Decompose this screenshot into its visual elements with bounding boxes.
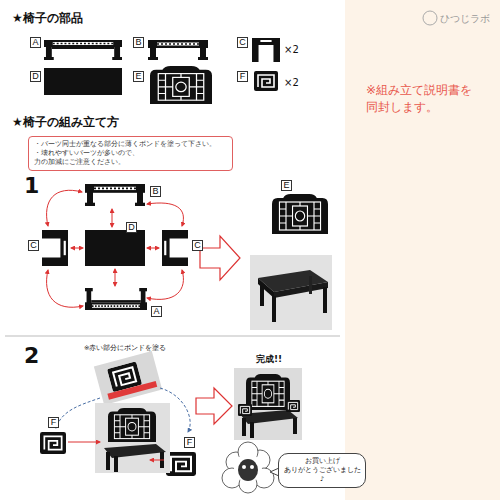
node-text: D <box>128 223 135 232</box>
part-letter: E <box>281 180 292 191</box>
node-text: C <box>239 38 246 47</box>
step1-parts <box>42 184 188 310</box>
done-label: 完成!! <box>256 353 282 366</box>
parts-list <box>44 38 280 104</box>
quantity: ×2 <box>284 76 299 90</box>
part-letter: C <box>192 240 203 251</box>
red-arrows <box>47 190 184 307</box>
part-letter: A <box>151 306 162 317</box>
logo-text: ひつじラボ <box>440 12 490 26</box>
node-text: E <box>135 72 142 81</box>
section-heading: ★椅子の部品 <box>12 10 83 27</box>
part-letter: E <box>133 71 144 82</box>
armrest-part <box>166 452 196 476</box>
part-letter: F <box>48 417 59 428</box>
section-heading: ★椅子の組み立て方 <box>12 114 119 131</box>
node-text: ・パーツ同士が重なる部分に薄くボンドを塗って下さい。 <box>34 140 227 149</box>
glue-note: ※赤い部分にボンドを塗る <box>84 344 166 353</box>
part-letter: B <box>150 186 161 197</box>
divider <box>5 336 340 337</box>
node-text: B <box>152 187 159 196</box>
table-photo <box>250 255 332 330</box>
note-box: ・パーツ同士が重なる部分に薄くボンドを塗って下さい。・壊れやすいパーツが多いので… <box>28 136 233 171</box>
finished-chair-photo <box>234 368 302 440</box>
big-arrow <box>196 388 232 424</box>
part-letter: C <box>237 37 248 48</box>
step-number: 1 <box>24 170 39 201</box>
back-part <box>272 194 328 234</box>
speech-bubble: お買い上げ ありがとうございました♪ <box>278 453 366 488</box>
chair-photo <box>95 403 170 473</box>
node-text: B <box>135 38 142 47</box>
part-letter: D <box>126 222 137 233</box>
part-letter: F <box>237 71 248 82</box>
glue-photo <box>94 351 162 405</box>
node-text: ・壊れやすいパーツが多いので、力の加減にご注意ください。 <box>34 149 227 167</box>
node-text: D <box>32 72 39 81</box>
node-text: F <box>50 418 57 427</box>
part-letter: A <box>30 37 41 48</box>
part-letter: D <box>30 71 41 82</box>
node-text: F <box>239 72 246 81</box>
white-panel <box>0 0 345 500</box>
quantity: ×2 <box>284 43 299 57</box>
enclosed-note: ※組み立て説明書を 同封します。 <box>366 82 494 116</box>
node-text: A <box>32 38 39 47</box>
part-letter: B <box>133 37 144 48</box>
part-letter: C <box>28 240 39 251</box>
dashed-arrows <box>56 388 190 432</box>
step-number: 2 <box>24 340 39 371</box>
armrest-part <box>40 432 66 454</box>
big-arrow <box>200 236 240 280</box>
node-text: F <box>186 438 193 447</box>
sheep <box>222 442 274 493</box>
node-text: C <box>30 241 37 250</box>
node-text: C <box>194 241 201 250</box>
part-letter: F <box>184 437 195 448</box>
node-text: E <box>283 181 290 190</box>
node-text: お買い上げ ありがとうございました♪ <box>284 457 360 484</box>
red-arrows <box>68 442 164 460</box>
logo-mark <box>423 11 437 25</box>
node-text: A <box>153 307 160 316</box>
